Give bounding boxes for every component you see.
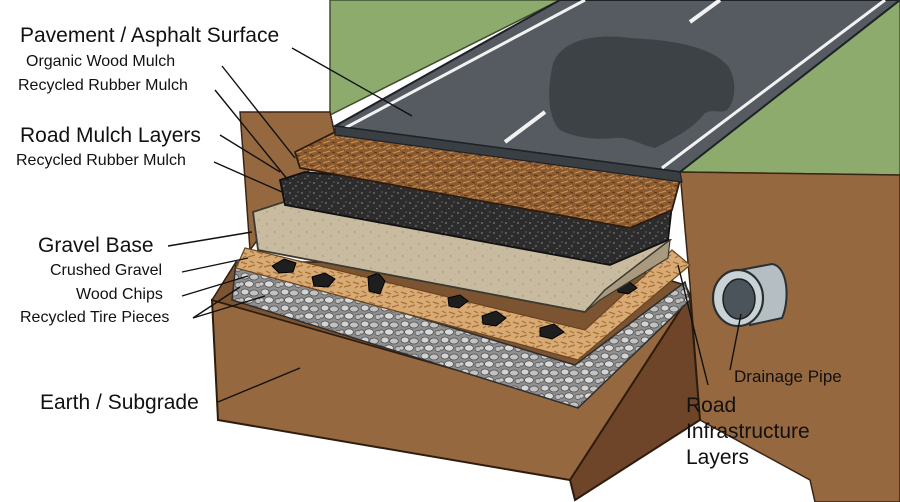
road-edge-line-left bbox=[344, 0, 586, 130]
label-recycled-tire-pieces: Recycled Tire Pieces bbox=[20, 309, 170, 326]
label-gravel-base: Gravel Base bbox=[38, 234, 154, 257]
grass-field-left bbox=[329, 0, 561, 117]
pavement-surface-edge bbox=[334, 125, 683, 183]
label-pavement-surface: Pavement / Asphalt Surface bbox=[20, 24, 280, 47]
crushed-gravel-layer bbox=[231, 261, 691, 409]
label-recycled-rubber-mulch-mid: Recycled Rubber Mulch bbox=[16, 152, 186, 169]
car-silhouette bbox=[549, 36, 735, 148]
label-recycled-rubber-mulch-top: Recycled Rubber Mulch bbox=[18, 77, 188, 94]
label-earth-subgrade: Earth / Subgrade bbox=[40, 391, 199, 414]
label-road-infrastructure-line3: Layers bbox=[686, 446, 750, 469]
label-organic-wood-mulch: Organic Wood Mulch bbox=[26, 53, 176, 70]
label-road-mulch-layers: Road Mulch Layers bbox=[20, 124, 201, 147]
label-crushed-gravel: Crushed Gravel bbox=[50, 262, 163, 279]
label-road-infrastructure-line2: Infrastructure bbox=[686, 420, 810, 443]
label-drainage-pipe: Drainage Pipe bbox=[734, 367, 842, 386]
recycled-rubber-mulch-layer bbox=[278, 171, 673, 266]
label-road-infrastructure-line1: Road bbox=[686, 394, 737, 417]
label-wood-chips: Wood Chips bbox=[76, 286, 163, 303]
leader-lines bbox=[167, 47, 742, 403]
label-road-infrastructure-layers: Road Infrastructure Layers bbox=[686, 393, 810, 471]
drainage-pipe bbox=[711, 262, 788, 328]
road-edge-line-right bbox=[661, 0, 886, 170]
